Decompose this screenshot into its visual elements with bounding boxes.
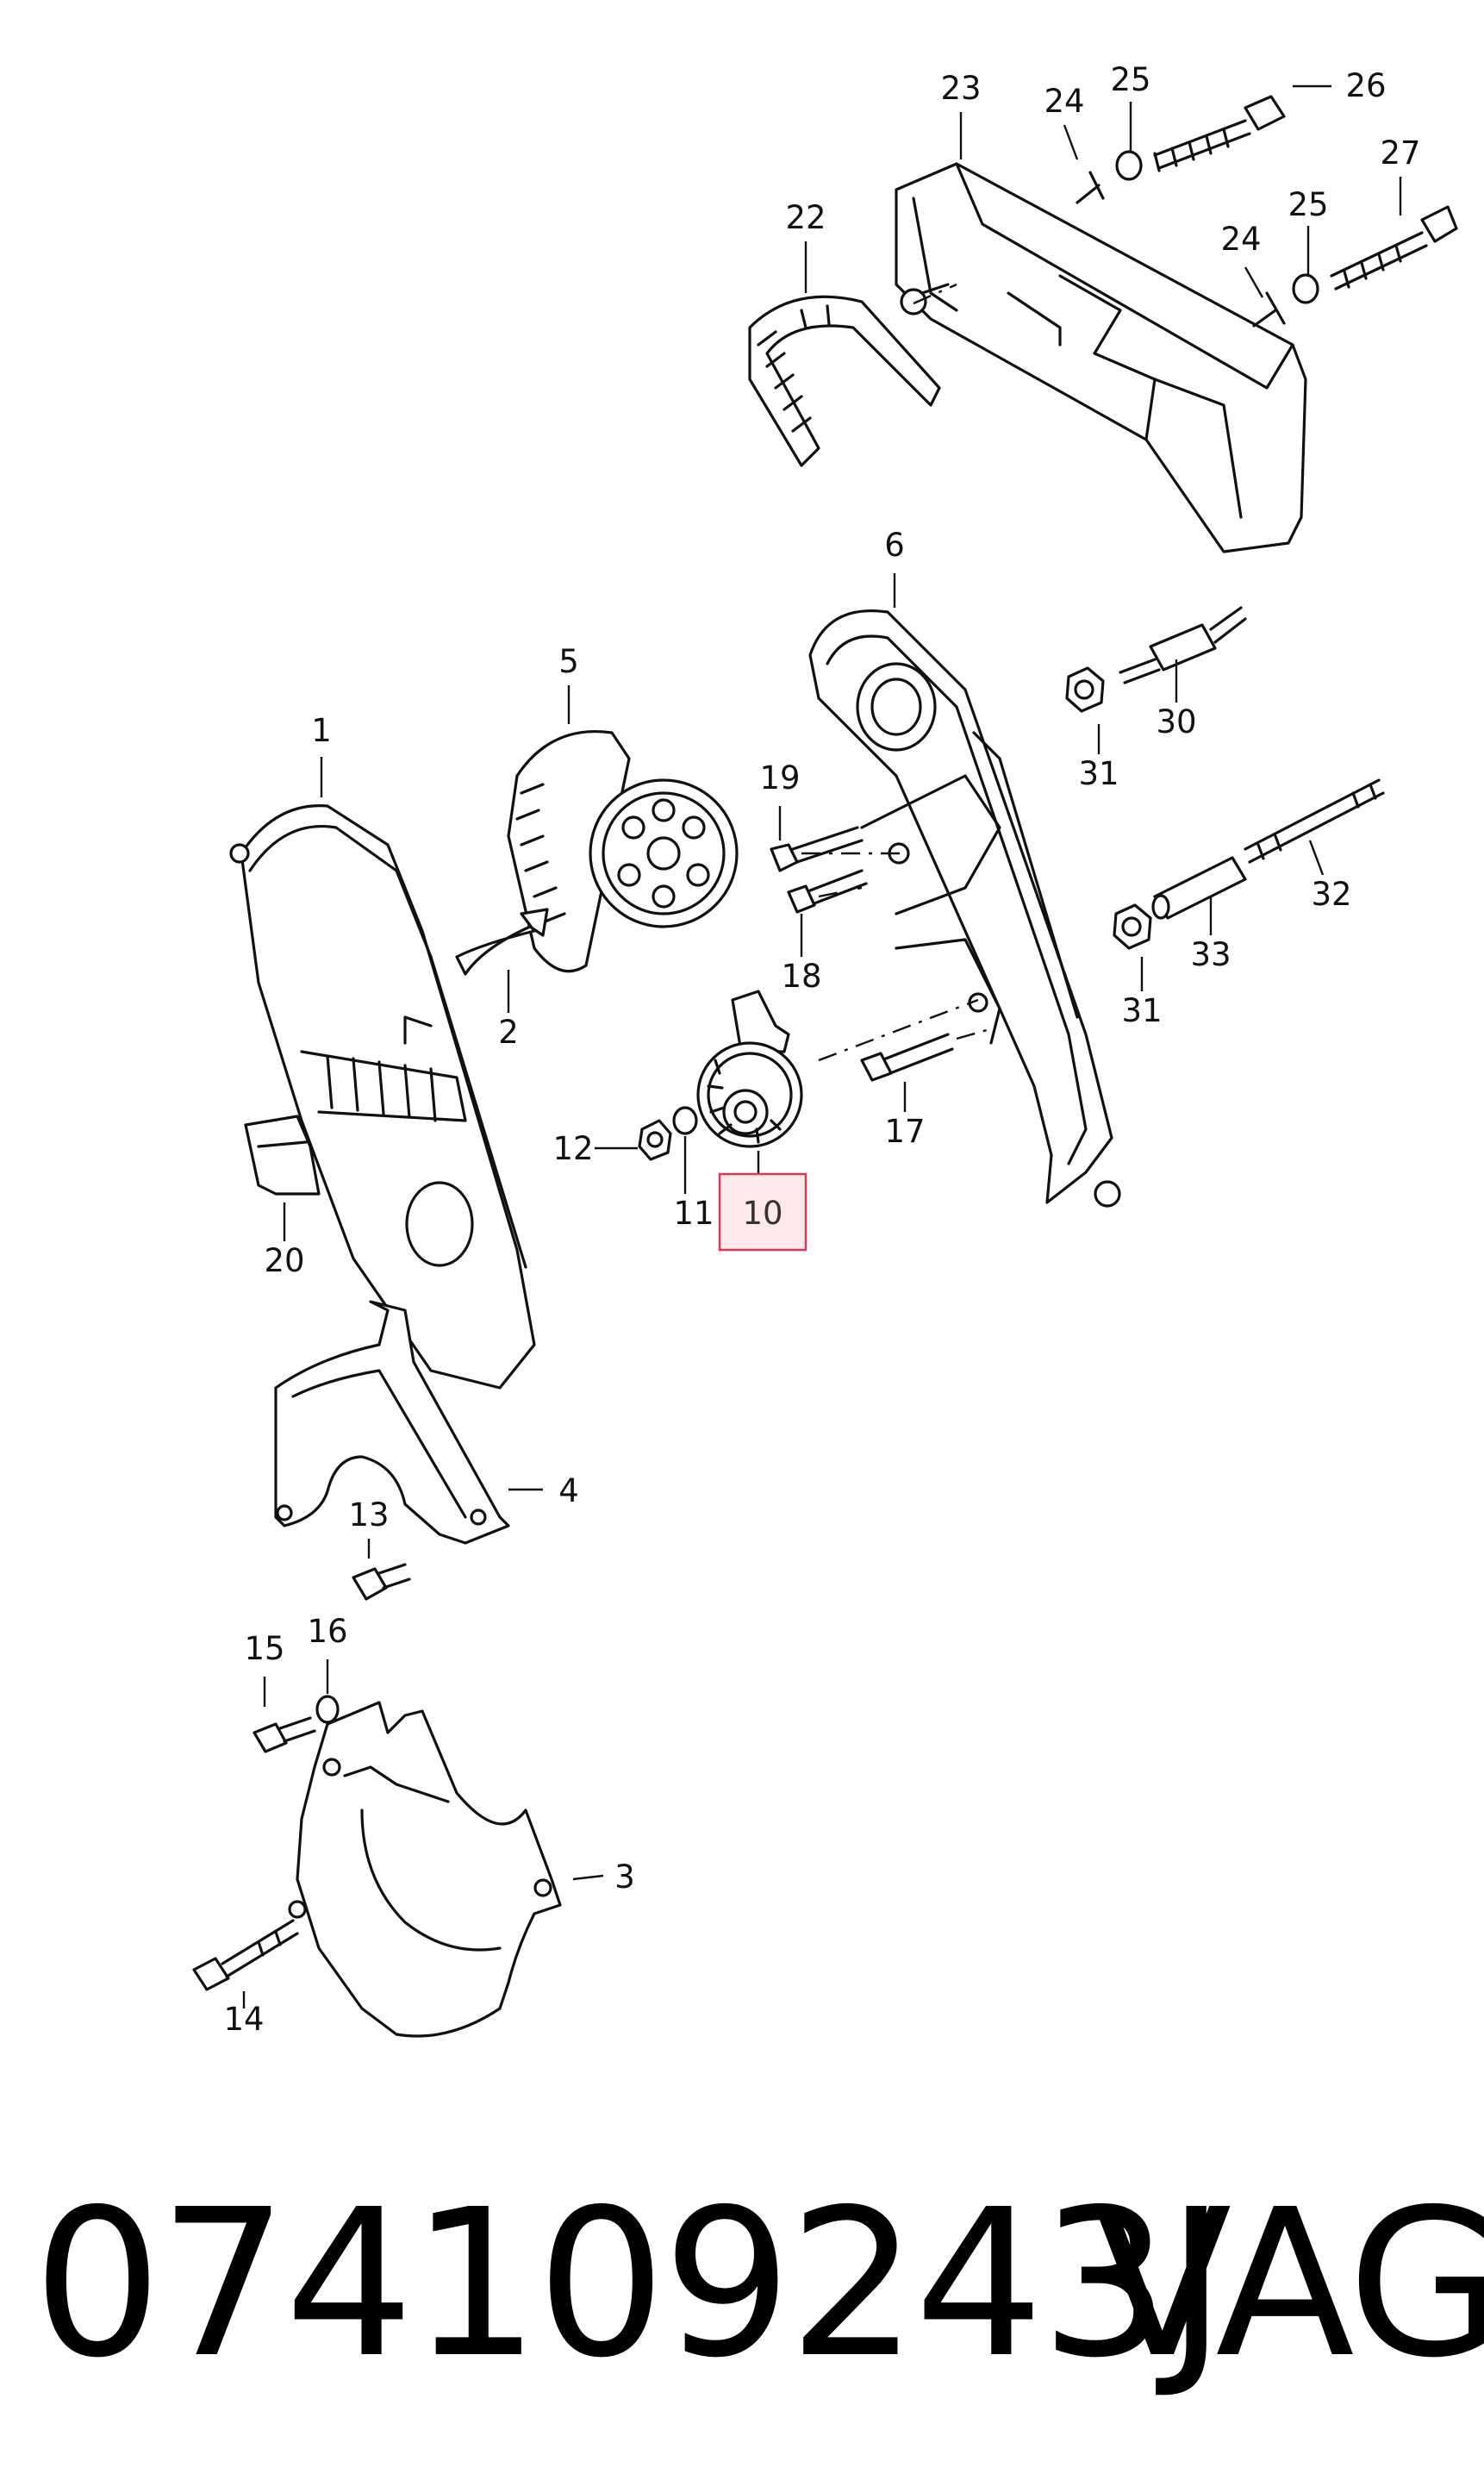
axis-line-23 — [913, 283, 957, 305]
part-6-rear-guard — [808, 609, 1121, 1208]
part-20-cover-piece — [244, 1115, 321, 1196]
callout-31-upper: 31 — [1078, 755, 1119, 792]
axis-line-18 — [818, 886, 863, 898]
clips-24 — [1076, 171, 1286, 328]
bolt-18 — [787, 869, 868, 914]
part-2-clip — [455, 908, 549, 976]
bolt-19 — [770, 826, 864, 872]
callout-labels: 1 2 3 4 5 6 10 11 12 13 14 15 16 17 18 1… — [223, 61, 1420, 2038]
nut-31-upper — [1065, 666, 1105, 713]
callout-30: 30 — [1156, 703, 1196, 740]
callout-12: 12 — [552, 1130, 593, 1167]
part-22-timing-belt — [748, 295, 941, 467]
callout-32: 32 — [1311, 876, 1351, 913]
callout-20: 20 — [264, 1242, 304, 1279]
brand-name: VAG — [1093, 2165, 1484, 2402]
callout-1: 1 — [311, 712, 332, 749]
callout-25-lower: 25 — [1288, 186, 1328, 223]
callout-14: 14 — [223, 2001, 264, 2038]
part-4-lower-cover — [274, 1300, 510, 1545]
part-10-tensioner — [696, 990, 803, 1148]
callout-31-lower: 31 — [1121, 992, 1162, 1029]
callout-17: 17 — [884, 1113, 925, 1150]
bolt-14 — [192, 1919, 299, 1991]
stud-32 — [1244, 778, 1385, 864]
stud-30 — [1119, 606, 1247, 684]
callout-19: 19 — [759, 759, 800, 796]
part-3-rear-lower-cover — [288, 1701, 562, 2038]
callout-2: 2 — [498, 1014, 519, 1051]
callout-27: 27 — [1380, 134, 1420, 172]
bolt-27 — [1330, 205, 1458, 290]
washers-25 — [1115, 150, 1319, 304]
callout-4: 4 — [558, 1472, 579, 1509]
highlight-box-10 — [718, 1172, 807, 1252]
bolt-26 — [1153, 95, 1286, 172]
part-1-front-cover — [229, 804, 536, 1390]
callout-3: 3 — [614, 1858, 635, 1896]
callout-24-upper: 24 — [1044, 83, 1084, 120]
callout-26: 26 — [1345, 67, 1386, 104]
axis-line-17 — [956, 1028, 988, 1040]
nut-12 — [638, 1119, 672, 1161]
leader-lines — [242, 84, 1402, 2008]
callout-22: 22 — [785, 199, 826, 236]
washer-11 — [672, 1106, 698, 1135]
axis-line-10 — [818, 998, 979, 1062]
callout-25-upper: 25 — [1110, 61, 1150, 98]
nut-31-lower — [1113, 903, 1152, 950]
bolt-17 — [860, 1033, 954, 1082]
part-5-pulley-belt — [507, 730, 739, 973]
bolt-13 — [352, 1563, 411, 1601]
callout-24-lower: 24 — [1220, 221, 1261, 258]
callout-5: 5 — [558, 643, 579, 680]
sleeve-33 — [1151, 856, 1247, 920]
part-number: 074109243J — [33, 2165, 1226, 2402]
callout-18: 18 — [781, 958, 821, 995]
bolt-15 — [253, 1716, 316, 1753]
callout-23: 23 — [940, 70, 981, 107]
callout-6: 6 — [884, 527, 905, 564]
callout-16: 16 — [307, 1613, 347, 1650]
callout-13: 13 — [348, 1496, 389, 1534]
washer-16 — [315, 1695, 340, 1724]
callout-10: 10 — [742, 1195, 783, 1232]
callout-15: 15 — [244, 1630, 284, 1667]
callout-33: 33 — [1190, 936, 1231, 973]
callout-11: 11 — [673, 1195, 714, 1232]
part-23-upper-cover — [895, 162, 1307, 553]
